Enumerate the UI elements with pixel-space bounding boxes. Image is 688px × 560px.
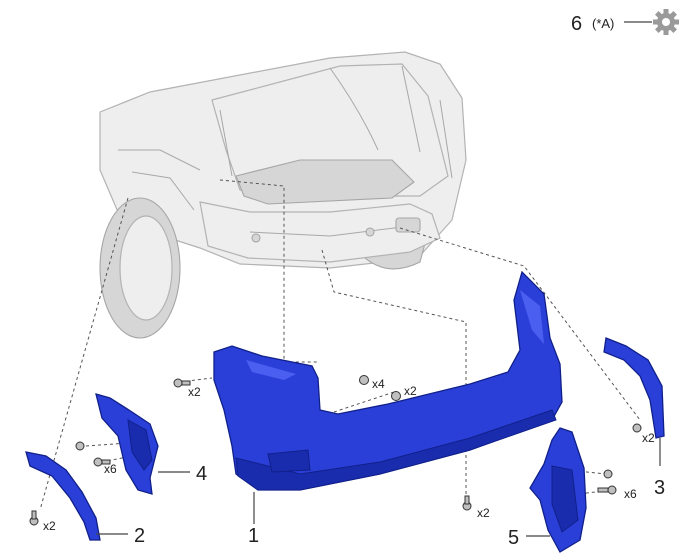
callout-1: 1 — [248, 525, 259, 547]
bumper-mid-clip-icon — [391, 391, 401, 401]
qty-left-extension-clip: x2 — [43, 519, 56, 533]
quantity-labels: x2 x4 x2 x2 x2 x6 x2 x6 — [43, 377, 655, 533]
fasteners — [29, 375, 642, 526]
qty-bumper-top-clip: x4 — [372, 377, 385, 391]
qty-bumper-left-clip: x2 — [188, 385, 201, 399]
qty-right-retainer-screw: x6 — [624, 487, 637, 501]
left-bumper-retainer — [95, 393, 159, 495]
callout-4: 4 — [196, 463, 207, 485]
vehicle-rear-body — [99, 51, 467, 339]
bumper-top-clip-icon — [359, 375, 369, 385]
qty-right-extension-clip: x2 — [642, 431, 655, 445]
bumper-left-clip-icon — [173, 378, 191, 388]
qty-bumper-bottom-screw: x2 — [477, 506, 490, 520]
callout-3: 3 — [654, 477, 665, 499]
callout-numbers: 1 2 3 4 5 — [134, 463, 665, 549]
right-extension-clip-icon — [632, 423, 642, 433]
callout-leaders — [96, 438, 661, 537]
callout-5: 5 — [508, 527, 519, 549]
left-extension-clip-icon — [29, 510, 39, 526]
left-bumper-extension — [25, 451, 101, 541]
qty-left-retainer-screw: x6 — [104, 462, 117, 476]
gear-icon — [653, 9, 679, 35]
bumper-bottom-screw-icon — [462, 495, 472, 511]
left-retainer-screw-icon — [93, 457, 111, 467]
right-retainer-clip-icon — [603, 469, 613, 479]
header-callout: 6 (*A) — [571, 9, 679, 35]
qty-bumper-mid-clip: x2 — [404, 384, 417, 398]
callout-6-note: (*A) — [592, 16, 614, 31]
callout-6-number: 6 — [571, 13, 582, 35]
callout-2: 2 — [134, 525, 145, 547]
rear-bumper-cover — [213, 270, 563, 491]
right-bumper-retainer — [529, 427, 587, 553]
right-bumper-extension — [603, 337, 665, 439]
left-retainer-clip-icon — [75, 441, 85, 451]
right-retainer-screw-icon — [597, 485, 617, 495]
